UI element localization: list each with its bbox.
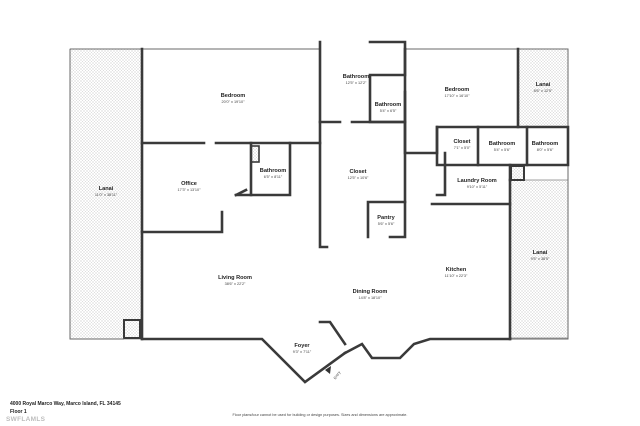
svg-text:Bathroom: Bathroom [489,141,515,147]
lanai-ne-area [517,48,569,128]
svg-text:Closet: Closet [349,169,366,175]
svg-text:5'4" x 6'5": 5'4" x 6'5" [380,109,397,113]
wall-foyer-angle [318,320,347,346]
svg-text:17'10" x 16'10": 17'10" x 16'10" [444,94,470,98]
svg-text:5'6" x 5'6": 5'6" x 5'6" [378,222,395,226]
svg-text:Closet: Closet [453,139,470,145]
svg-text:Kitchen: Kitchen [446,267,467,273]
svg-text:12'5" x 12'2": 12'5" x 12'2" [346,81,367,85]
svg-text:Living Room: Living Room [218,275,252,281]
svg-text:6'5" x 8'11": 6'5" x 8'11" [264,175,283,179]
wall-pantry [366,200,407,239]
entry-arrow-icon [325,366,331,374]
wall-bottom-west [140,337,347,384]
svg-text:38'6" x 22'2": 38'6" x 22'2" [225,282,246,286]
svg-text:11'10" x 22'3": 11'10" x 22'3" [445,274,468,278]
wall-office-door [234,188,248,197]
wall-foyer-bay [343,337,512,360]
svg-text:9'10" x 5'11": 9'10" x 5'11" [467,185,488,189]
svg-text:8'6" x 12'5": 8'6" x 12'5" [534,89,553,93]
wall-bed2-south [403,47,520,155]
svg-text:8'0" x 5'6": 8'0" x 5'6" [537,148,554,152]
svg-text:Bathroom: Bathroom [343,74,369,80]
lanai-west-area [69,48,143,340]
svg-text:Lanai: Lanai [99,186,114,192]
svg-text:5'4" x 5'6": 5'4" x 5'6" [494,148,511,152]
lanai-east-post [510,165,525,181]
wall-bath1 [249,141,292,197]
svg-text:Lanai: Lanai [536,82,551,88]
wall-closets-baths [435,125,512,167]
wall-bath2-inner [368,40,407,124]
lanai-east-area [509,179,569,339]
wall-closet [318,120,407,249]
svg-text:11'0" x 38'11": 11'0" x 38'11" [95,193,118,197]
svg-text:17'3" x 13'10": 17'3" x 13'10" [178,188,202,192]
svg-text:Foyer: Foyer [294,343,310,349]
svg-text:14'8" x 18'10": 14'8" x 18'10" [359,296,383,300]
svg-text:Bedroom: Bedroom [445,87,470,93]
svg-text:Lanai: Lanai [533,250,548,256]
svg-text:Dining Room: Dining Room [353,289,388,295]
address-caption: 4000 Royal Marco Way, Marco Island, FL 3… [10,401,121,407]
wall-east-top [508,47,570,182]
svg-text:Bathroom: Bathroom [375,102,401,108]
lanai-east-railing [405,48,569,340]
lanai-west-post [123,319,141,339]
watermark-logo: SWFLAMLS [6,416,46,423]
svg-text:Laundry Room: Laundry Room [457,178,496,184]
svg-text:9'3" x 7'11": 9'3" x 7'11" [293,350,312,354]
entry-label: Entry [333,371,341,381]
floor-caption: Floor 1 [10,409,27,415]
wall-laundry [435,151,447,197]
svg-text:Bathroom: Bathroom [260,168,286,174]
svg-text:Bedroom: Bedroom [221,93,246,99]
svg-text:Bathroom: Bathroom [532,141,558,147]
entry-marker: Entry [325,366,341,380]
svg-text:Pantry: Pantry [377,215,395,221]
svg-text:7'1" x 5'0": 7'1" x 5'0" [454,146,471,150]
svg-text:20'0" x 19'10": 20'0" x 19'10" [222,100,246,104]
wall-bath2 [288,40,322,145]
lanai-west-railing [69,48,320,340]
svg-text:9'5" x 38'5": 9'5" x 38'5" [531,257,550,261]
disclaimer-text: Floor plans/tour cannot be used for buil… [232,413,408,417]
svg-text:Office: Office [181,181,197,187]
wall-office [140,141,253,234]
svg-text:12'5" x 10'6": 12'5" x 10'6" [348,176,369,180]
wall-bath4 [476,125,529,167]
